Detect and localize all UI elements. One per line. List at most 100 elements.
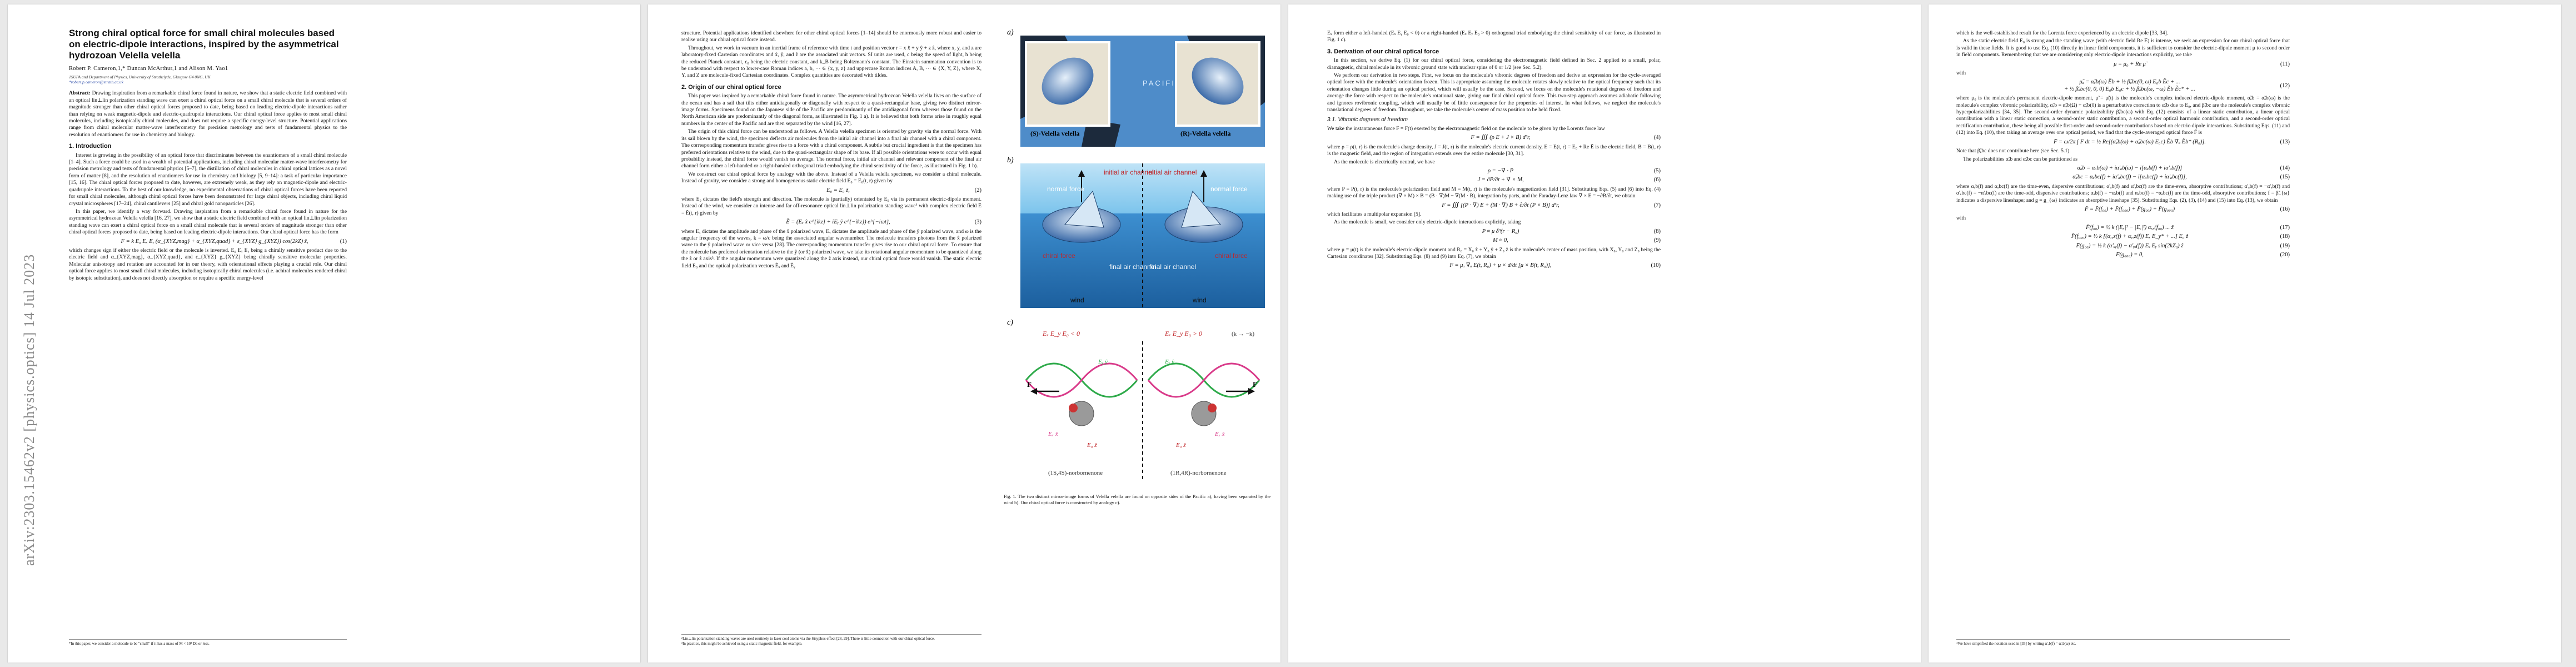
sign-flip-label: (k → −k) bbox=[1232, 331, 1254, 337]
force-label-left: F bbox=[1027, 380, 1032, 389]
final-air-channel-label-right: final air channel bbox=[1149, 263, 1196, 271]
equation-5: ρ = −∇ · P (5) bbox=[1327, 168, 1661, 175]
equation-6: J = ∂P/∂t + ∇ × M, (6) bbox=[1327, 177, 1661, 183]
specimen-right-shape bbox=[1192, 57, 1244, 105]
paragraph: As the molecule is electrically neutral,… bbox=[1334, 158, 1435, 165]
equation-number: (5) bbox=[1653, 167, 1661, 174]
equation-15: α̃ₐbc = αₐbc(f) + iα'ₐbc(f) − i[αₐbc(f) … bbox=[1956, 174, 2290, 181]
footnote: ⁴We have simplified the notation used in… bbox=[1956, 639, 2290, 646]
equation-number: (17) bbox=[2280, 224, 2290, 231]
equation-8: P ≈ μ δ³(r − R₀) (8) bbox=[1327, 228, 1661, 235]
equation-7: F = ∭ [(P · ∇) E + (M · ∇) B + ∂/∂t (P ×… bbox=[1327, 202, 1661, 209]
equation-number: (18) bbox=[2280, 233, 2290, 240]
equation-16: F̄ = F̄(f₀₀) + F̄(f₀₀₀) + F̄(g₀₀) + F̄(g… bbox=[1956, 206, 2290, 213]
equation-11: μ = μ₀ + Re μ̃ (11) bbox=[1956, 61, 2290, 68]
equation-body: F̄(g₀₀₀) = 0, bbox=[2116, 251, 2144, 258]
molecule-right-label: (1R,4R)-norbornenone bbox=[1170, 470, 1227, 476]
equation-number: (15) bbox=[2280, 174, 2290, 181]
panel-b-label: b) bbox=[1007, 156, 1014, 165]
specimen-left-label: (S)-Velella velella bbox=[1030, 130, 1080, 137]
equation-body: F̄(g₀₀) = ½ k (α'ₓᵧ(f) − α'ᵧₓ(f)) Eₓ Eᵧ … bbox=[2076, 242, 2184, 249]
equation-14: α̃ₐb = αₐb(ω) + iα'ₐb(ω) − i[αₐb(f) + iα… bbox=[1956, 165, 2290, 172]
arrow-head bbox=[1078, 170, 1085, 177]
author-email: *robert.p.cameron@strath.ac.uk bbox=[69, 79, 123, 85]
equation-number: (6) bbox=[1653, 177, 1661, 183]
equation-9: M ≈ 0, (9) bbox=[1327, 237, 1661, 244]
paragraph: Interest is growing in the possibility o… bbox=[69, 152, 347, 207]
paper-page-4: which is the well-established result for… bbox=[1929, 4, 2561, 663]
atom bbox=[1069, 404, 1078, 412]
paragraph: We perform our derivation in two steps. … bbox=[1327, 72, 1661, 113]
equation-number: (9) bbox=[1653, 237, 1661, 244]
equation-body: F = μₐ ∇ₐ E(t, R₀) + μ × d/dt [μ × B(t, … bbox=[1449, 262, 1552, 269]
equation-body: F̄ = F̄(f₀₀) + F̄(f₀₀₀) + F̄(g₀₀) + F̄(g… bbox=[2084, 206, 2175, 212]
equation-body: J = ∂P/∂t + ∇ × M, bbox=[1477, 177, 1524, 183]
paper-authors: Robert P. Cameron,1,* Duncan McArthur,1 … bbox=[69, 66, 228, 72]
arxiv-id-text: arXiv:2303.15462v2 [physics.optics] 14 J… bbox=[21, 253, 37, 566]
paper-page-1: arXiv:2303.15462v2 [physics.optics] 14 J… bbox=[8, 4, 640, 663]
equation-number: (10) bbox=[1651, 262, 1661, 269]
equation-17: F̄(f₀₀) = ½ k (|Eₓ|² − |Eᵧ|²) αₓₓ(f₀₀) .… bbox=[1956, 225, 2290, 231]
equation-number: (16) bbox=[2280, 206, 2290, 212]
paragraph: where μ₀ is the molecule's permanent ele… bbox=[1956, 95, 2290, 136]
specimen-right-label: (R)-Velella velella bbox=[1180, 130, 1231, 137]
footnote-1: ²Lin⊥lin polarization standing waves are… bbox=[681, 636, 935, 641]
final-air-channel-label-left: final air channel bbox=[1109, 263, 1156, 271]
wave-x-right bbox=[1147, 362, 1260, 398]
equation-line: μ̃ₐ = α̃ₐb(ω) Ẽb + ½ β̃ₐbc(0, ω) E₀b Ẽc … bbox=[2079, 79, 2180, 86]
equation-body: α̃ₐbc = αₐbc(f) + iα'ₐbc(f) − i[αₐbc(f) … bbox=[2072, 174, 2187, 181]
equation-body: μ = μ₀ + Re μ̃ bbox=[2114, 61, 2146, 67]
equation-number: (20) bbox=[2280, 251, 2290, 258]
chirality-right-label: Eₓ E_y E₀ > 0 bbox=[1164, 330, 1202, 337]
equation-13: F̄ = ω/2π ∫ F dt = ½ Re[(α̃ₐb(ω) + α̃ₐbc… bbox=[1956, 139, 2290, 146]
specimen-left-shape bbox=[1042, 57, 1094, 105]
chirality-left-label: Eₓ E_y E₀ < 0 bbox=[1042, 330, 1080, 337]
paragraph: where E₀ dictates the field's strength a… bbox=[681, 196, 981, 216]
field-x-label-left: Eₓ x̂ bbox=[1048, 431, 1058, 437]
field-x-label-right: Eₓ x̂ bbox=[1214, 431, 1225, 437]
panel-c-label: c) bbox=[1007, 318, 1013, 327]
wave-x-left bbox=[1025, 362, 1138, 398]
paragraph: which facilitates a multipolar expansion… bbox=[1327, 211, 1422, 217]
equation-line: + ½ β̃ₐbc(0, 0, 0) E₀b E₀c + ½ β̃ₐbc(ω, … bbox=[2064, 86, 2195, 92]
equation-number: (19) bbox=[2280, 242, 2290, 249]
paragraph: In this section, we derive Eq. (1) for o… bbox=[1327, 57, 1661, 71]
equation-number: (1) bbox=[340, 238, 347, 245]
equation-number: (14) bbox=[2280, 165, 2290, 171]
arrow-head bbox=[1200, 170, 1207, 177]
equation-body: μ̃ₐ = α̃ₐb(ω) Ẽb + ½ β̃ₐbc(0, ω) E₀b Ẽc … bbox=[1990, 79, 2270, 93]
equation-body: P ≈ μ δ³(r − R₀) bbox=[1482, 228, 1519, 235]
equation-3: Ẽ = (Eₓ x̂ e^{ikz} + iEᵧ ŷ e^{−ikz}) e^{… bbox=[681, 219, 981, 226]
paper-page-3: Eₓ form either a left-handed (Eₓ Eᵧ E₀ <… bbox=[1288, 4, 1921, 663]
equation-number: (3) bbox=[974, 219, 981, 226]
subsection-3-1-heading: 3.1. Vibronic degrees of freedom bbox=[1327, 117, 1408, 123]
paragraph: Note that β̃ₐbc does not contribute here… bbox=[1956, 148, 2071, 155]
equation-1: F = k E₀ Eₓ Eᵧ (α_{XYZ,mag} + α_{XYZ,qua… bbox=[69, 238, 347, 245]
paragraph: which changes sign if either the electri… bbox=[69, 247, 347, 281]
field-y-label-left: Eᵧ ŷ bbox=[1098, 359, 1108, 365]
paragraph: The origin of this chiral force can be u… bbox=[681, 128, 981, 170]
footnote-2: ³In practice, this might be achieved usi… bbox=[681, 641, 803, 646]
field-z-label-left: E₀ ẑ bbox=[1087, 442, 1097, 449]
page4-column: which is the well-established result for… bbox=[1956, 30, 2290, 261]
equation-18: F̄(f₀₀₀) = ½ k [(αₓᵧz(f) + αᵧₓz(f)) Eₓ E… bbox=[1956, 233, 2290, 240]
initial-air-channel-label-right: initial air channel bbox=[1147, 168, 1197, 176]
page3-column: Eₓ form either a left-handed (Eₓ Eᵧ E₀ <… bbox=[1327, 30, 1661, 272]
velella-left-sail bbox=[1064, 190, 1104, 228]
wind-label-right: wind bbox=[1192, 296, 1207, 304]
page2-column: structure. Potential applications identi… bbox=[681, 30, 981, 271]
paragraph: structure. Potential applications identi… bbox=[681, 30, 981, 43]
equation-number: (7) bbox=[1653, 202, 1661, 208]
equation-body: E₀ = E₀ ẑ, bbox=[826, 187, 850, 193]
figure-1-svg: a) PACIFIC (S)-Velella velella (R)-Velel… bbox=[1007, 28, 1265, 480]
arrow-head bbox=[1248, 388, 1255, 395]
equation-number: (12) bbox=[2280, 82, 2290, 89]
equation-body: α̃ₐb = αₐb(ω) + iα'ₐb(ω) − i[αₐb(f) + iα… bbox=[2077, 165, 2183, 171]
paragraph: which is the well-established result for… bbox=[1956, 30, 2169, 36]
velella-right-sail bbox=[1181, 190, 1222, 228]
paragraph: where μ = μ(t) is the molecule's electri… bbox=[1327, 246, 1661, 260]
paragraph: where αₐb(f) and αₐbc(f) are the time-ev… bbox=[1956, 183, 2290, 203]
equation-number: (11) bbox=[2280, 61, 2290, 67]
paragraph: In this paper, we identify a way forward… bbox=[69, 208, 347, 236]
equation-number: (8) bbox=[1653, 228, 1661, 235]
